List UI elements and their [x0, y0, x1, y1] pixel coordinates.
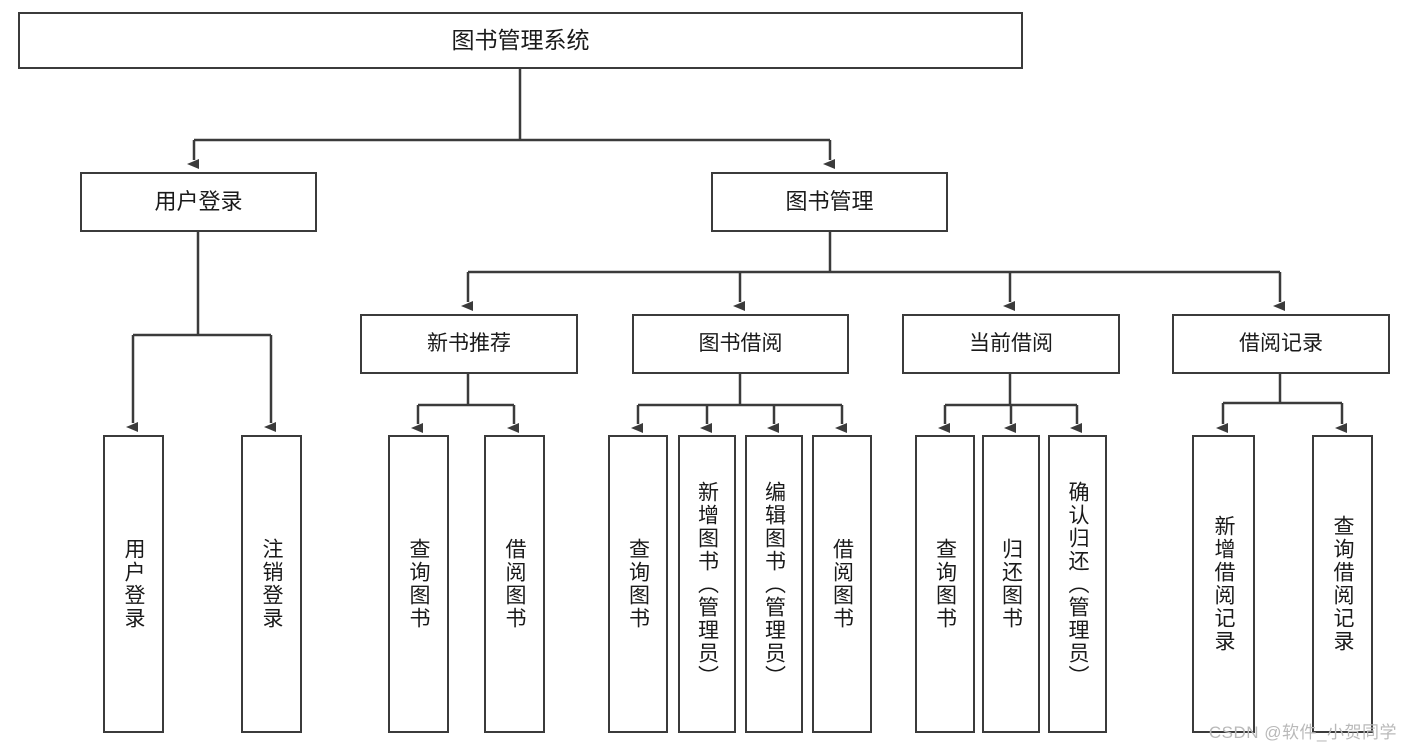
node-leaf-return-book[interactable]: 归还图书	[982, 435, 1040, 733]
node-leaf-query-record[interactable]: 查询借阅记录	[1312, 435, 1373, 733]
node-book-borrow-label: 图书借阅	[698, 331, 783, 355]
node-borrow-record-label: 借阅记录	[1239, 331, 1323, 355]
node-user-login[interactable]: 用户登录	[80, 172, 317, 232]
node-leaf-query-record-label: 查询借阅记录	[1331, 515, 1354, 653]
node-leaf-query-book-2[interactable]: 查询图书	[608, 435, 668, 733]
node-leaf-query-book-1[interactable]: 查询图书	[388, 435, 449, 733]
node-leaf-edit-book[interactable]: 编辑图书（管理员）	[745, 435, 803, 733]
node-leaf-query-book-1-label: 查询图书	[407, 538, 430, 630]
node-leaf-user-login[interactable]: 用户登录	[103, 435, 164, 733]
node-current-borrow-label: 当前借阅	[969, 331, 1053, 355]
node-root[interactable]: 图书管理系统	[18, 12, 1023, 69]
node-leaf-return-book-label: 归还图书	[999, 538, 1023, 630]
node-leaf-query-book-3[interactable]: 查询图书	[915, 435, 975, 733]
node-leaf-borrow-book-1[interactable]: 借阅图书	[484, 435, 545, 733]
node-leaf-user-login-label: 用户登录	[122, 538, 145, 630]
node-book-manage-label: 图书管理	[785, 189, 874, 215]
node-book-borrow[interactable]: 图书借阅	[632, 314, 849, 374]
node-new-book-recommend-label: 新书推荐	[427, 331, 511, 355]
node-user-login-label: 用户登录	[154, 189, 243, 215]
node-leaf-user-logout[interactable]: 注销登录	[241, 435, 302, 733]
node-leaf-query-book-3-label: 查询图书	[933, 538, 957, 630]
watermark: CSDN @软件_小贺同学	[1208, 723, 1397, 742]
node-book-manage[interactable]: 图书管理	[711, 172, 948, 232]
node-leaf-add-book-label: 新增图书（管理员）	[695, 480, 719, 688]
node-leaf-add-record-label: 新增借阅记录	[1212, 515, 1235, 653]
node-leaf-add-record[interactable]: 新增借阅记录	[1192, 435, 1255, 733]
node-leaf-add-book[interactable]: 新增图书（管理员）	[678, 435, 736, 733]
node-root-label: 图书管理系统	[451, 26, 590, 53]
node-new-book-recommend[interactable]: 新书推荐	[360, 314, 578, 374]
node-leaf-borrow-book-1-label: 借阅图书	[503, 538, 526, 630]
node-leaf-edit-book-label: 编辑图书（管理员）	[762, 480, 786, 688]
node-leaf-query-book-2-label: 查询图书	[626, 538, 650, 630]
node-leaf-borrow-book-2[interactable]: 借阅图书	[812, 435, 872, 733]
node-leaf-user-logout-label: 注销登录	[260, 538, 283, 630]
node-borrow-record[interactable]: 借阅记录	[1172, 314, 1390, 374]
node-leaf-borrow-book-2-label: 借阅图书	[830, 538, 854, 630]
node-leaf-confirm-return[interactable]: 确认归还（管理员）	[1048, 435, 1107, 733]
node-leaf-confirm-return-label: 确认归还（管理员）	[1066, 480, 1089, 688]
node-current-borrow[interactable]: 当前借阅	[902, 314, 1120, 374]
